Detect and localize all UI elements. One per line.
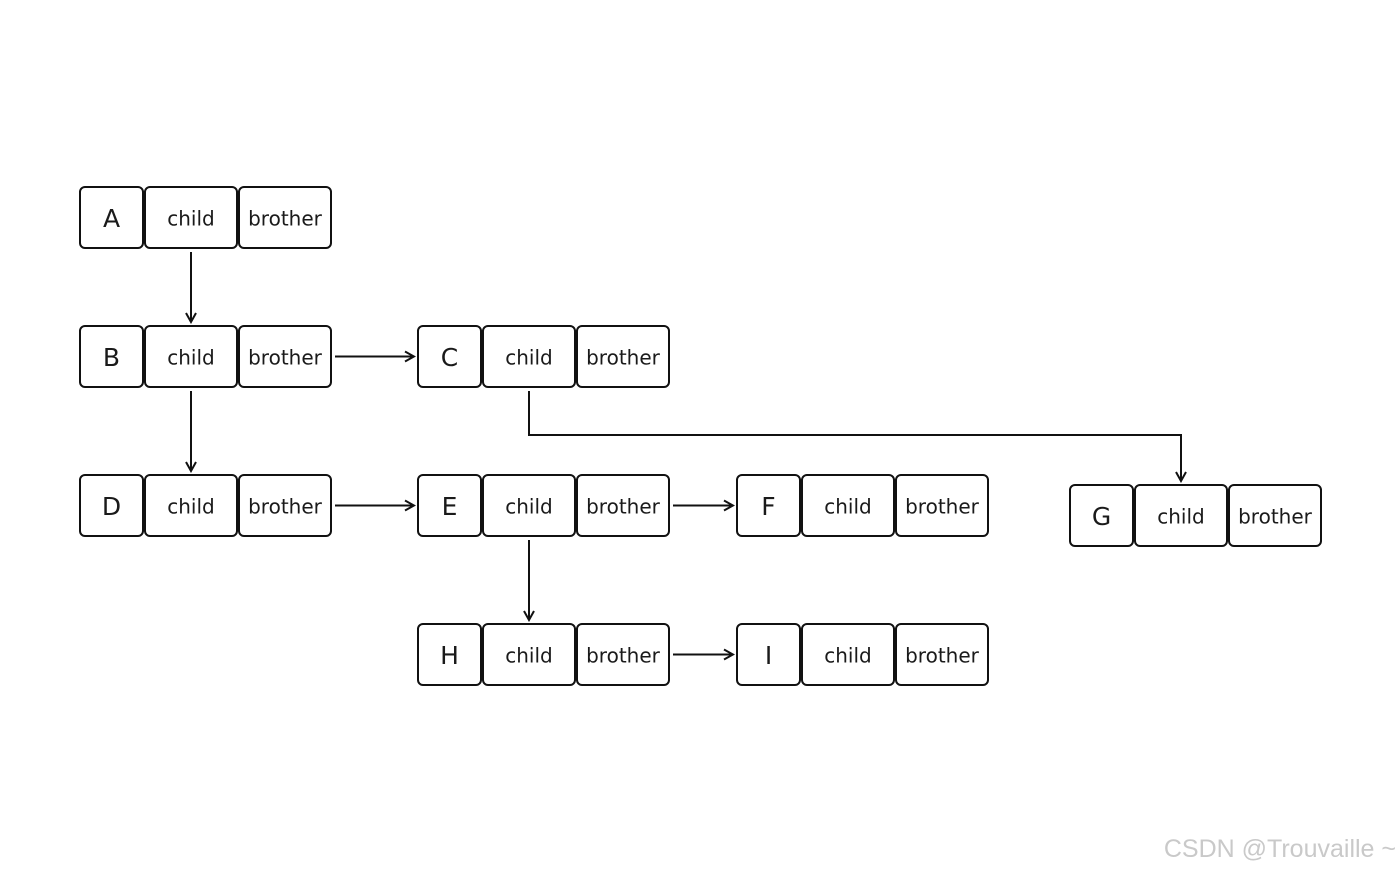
brother-field-box bbox=[895, 474, 989, 537]
edges bbox=[191, 252, 1181, 655]
node-h-label: H bbox=[417, 623, 482, 686]
child-field-box bbox=[1134, 484, 1228, 547]
label-text: C bbox=[441, 343, 458, 372]
brother-field-box bbox=[238, 186, 332, 249]
node-f-child-field: child bbox=[801, 474, 895, 537]
node-e-label: E bbox=[417, 474, 482, 537]
child-field-box bbox=[801, 623, 895, 686]
child-field-text: child bbox=[824, 644, 871, 668]
label-text: A bbox=[103, 204, 120, 233]
node-g-label: G bbox=[1069, 484, 1134, 547]
node-e-child-field: child bbox=[482, 474, 576, 537]
brother-field-box bbox=[1228, 484, 1322, 547]
brother-field-box bbox=[238, 325, 332, 388]
node-b-label: B bbox=[79, 325, 144, 388]
child-field-text: child bbox=[1157, 505, 1204, 529]
node-a-brother-field: brother bbox=[238, 186, 332, 249]
node-g-brother-field: brother bbox=[1228, 484, 1322, 547]
edge-c-child-g bbox=[528, 391, 1181, 481]
child-field-text: child bbox=[505, 495, 552, 519]
brother-field-text: brother bbox=[905, 495, 980, 519]
label-text: H bbox=[440, 641, 459, 670]
label-text: F bbox=[761, 492, 775, 521]
node-g-child-field: child bbox=[1134, 484, 1228, 547]
brother-field-text: brother bbox=[1238, 505, 1313, 529]
watermark: CSDN @Trouvaille ~ bbox=[1163, 835, 1396, 863]
label-box bbox=[417, 325, 482, 388]
node-a-child-field: child bbox=[144, 186, 238, 249]
brother-field-text: brother bbox=[248, 495, 323, 519]
child-field-text: child bbox=[167, 495, 214, 519]
node-e-brother-field: brother bbox=[576, 474, 670, 537]
node-c-label: C bbox=[417, 325, 482, 388]
node-d-brother-field: brother bbox=[238, 474, 332, 537]
brother-field-box bbox=[576, 623, 670, 686]
brother-field-box bbox=[895, 623, 989, 686]
brother-field-text: brother bbox=[586, 495, 661, 519]
child-field-text: child bbox=[167, 346, 214, 370]
child-field-box bbox=[482, 474, 576, 537]
node-c-brother-field: brother bbox=[576, 325, 670, 388]
label-text: G bbox=[1092, 502, 1111, 531]
label-box bbox=[79, 325, 144, 388]
brother-field-box bbox=[576, 474, 670, 537]
child-field-text: child bbox=[505, 346, 552, 370]
node-f-label: F bbox=[736, 474, 801, 537]
node-d-label: D bbox=[79, 474, 144, 537]
label-box bbox=[79, 186, 144, 249]
node-i-label: I bbox=[736, 623, 801, 686]
brother-field-text: brother bbox=[586, 644, 661, 668]
label-box bbox=[417, 474, 482, 537]
child-field-box bbox=[144, 186, 238, 249]
node-h-child-field: child bbox=[482, 623, 576, 686]
label-text: I bbox=[765, 641, 772, 670]
brother-field-box bbox=[238, 474, 332, 537]
label-box bbox=[417, 623, 482, 686]
node-c-child-field: child bbox=[482, 325, 576, 388]
child-field-text: child bbox=[824, 495, 871, 519]
node-f-brother-field: brother bbox=[895, 474, 989, 537]
label-text: E bbox=[442, 492, 458, 521]
node-a-label: A bbox=[79, 186, 144, 249]
node-i-brother-field: brother bbox=[895, 623, 989, 686]
node-d-child-field: child bbox=[144, 474, 238, 537]
node-b-child-field: child bbox=[144, 325, 238, 388]
child-field-text: child bbox=[505, 644, 552, 668]
node-i-child-field: child bbox=[801, 623, 895, 686]
label-box bbox=[736, 623, 801, 686]
child-field-box bbox=[482, 623, 576, 686]
child-field-box bbox=[144, 474, 238, 537]
arrow bbox=[528, 391, 1181, 481]
brother-field-box bbox=[576, 325, 670, 388]
label-box bbox=[79, 474, 144, 537]
label-box bbox=[1069, 484, 1134, 547]
child-field-box bbox=[482, 325, 576, 388]
brother-field-text: brother bbox=[905, 644, 980, 668]
child-field-box bbox=[801, 474, 895, 537]
node-h-brother-field: brother bbox=[576, 623, 670, 686]
brother-field-text: brother bbox=[586, 346, 661, 370]
label-text: D bbox=[102, 492, 121, 521]
child-field-box bbox=[144, 325, 238, 388]
label-box bbox=[736, 474, 801, 537]
child-field-text: child bbox=[167, 207, 214, 231]
label-text: B bbox=[103, 343, 120, 372]
node-b-brother-field: brother bbox=[238, 325, 332, 388]
brother-field-text: brother bbox=[248, 346, 323, 370]
brother-field-text: brother bbox=[248, 207, 323, 231]
